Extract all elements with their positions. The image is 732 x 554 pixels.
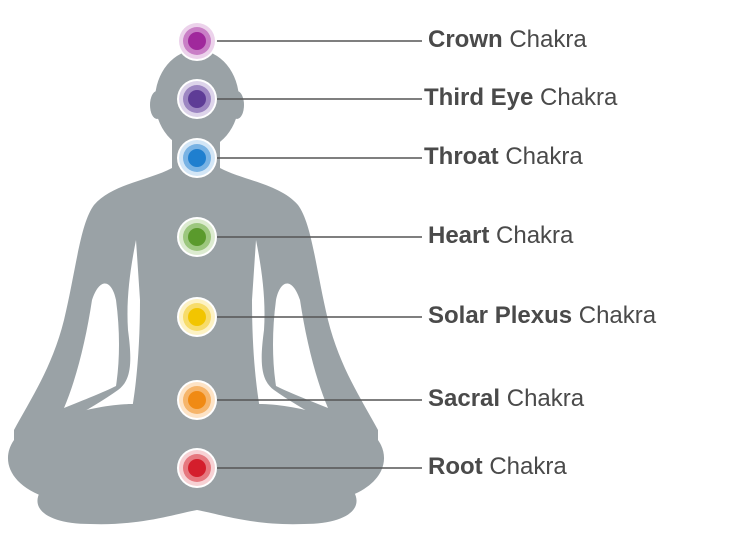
figure-arm-gap-right: [273, 283, 328, 408]
root-chakra-label: Root Chakra: [428, 455, 567, 479]
solar-plexus-chakra-label: Solar Plexus Chakra: [428, 304, 656, 328]
heart-chakra-ring-3: [188, 228, 206, 246]
throat-chakra-label: Throat Chakra: [424, 145, 583, 169]
figure-ear-right: [230, 91, 244, 119]
throat-chakra-point: [177, 138, 217, 178]
chakra-connector-lines: [215, 40, 422, 469]
chakra-points: [177, 21, 217, 488]
crown-chakra-point: [177, 21, 217, 61]
heart-chakra-name: Heart: [428, 222, 490, 249]
third-eye-chakra-ring-3: [188, 90, 206, 108]
crown-chakra-name: Crown: [428, 26, 503, 53]
third-eye-chakra-name: Third Eye: [424, 84, 534, 111]
crown-chakra-word: Chakra: [502, 26, 587, 53]
meditating-figure-silhouette: [7, 50, 385, 525]
figure-arm-gap-left: [64, 283, 119, 408]
throat-chakra-word: Chakra: [498, 143, 583, 170]
heart-chakra-label: Heart Chakra: [428, 224, 573, 248]
solar-plexus-chakra-word: Chakra: [572, 302, 657, 329]
sacral-chakra-name: Sacral: [428, 385, 501, 412]
heart-chakra-point: [177, 217, 217, 257]
third-eye-chakra-label: Third Eye Chakra: [424, 86, 617, 110]
root-chakra-ring-3: [188, 459, 206, 477]
solar-plexus-chakra-point: [177, 297, 217, 337]
figure-ear-left: [150, 91, 164, 119]
sacral-chakra-point: [177, 380, 217, 420]
sacral-chakra-ring-3: [188, 391, 206, 409]
figure-feet: [37, 486, 357, 525]
throat-chakra-ring-3: [188, 149, 206, 167]
root-chakra-point: [177, 448, 217, 488]
throat-chakra-name: Throat: [424, 143, 499, 170]
crown-chakra-ring-3: [188, 32, 206, 50]
root-chakra-word: Chakra: [482, 453, 567, 480]
third-eye-chakra-word: Chakra: [533, 84, 618, 111]
root-chakra-name: Root: [428, 453, 483, 480]
sacral-chakra-label: Sacral Chakra: [428, 387, 584, 411]
sacral-chakra-word: Chakra: [500, 385, 585, 412]
heart-chakra-word: Chakra: [489, 222, 574, 249]
solar-plexus-chakra-name: Solar Plexus: [428, 302, 573, 329]
solar-plexus-chakra-ring-3: [188, 308, 206, 326]
crown-chakra-label: Crown Chakra: [428, 28, 587, 52]
third-eye-chakra-point: [177, 79, 217, 119]
